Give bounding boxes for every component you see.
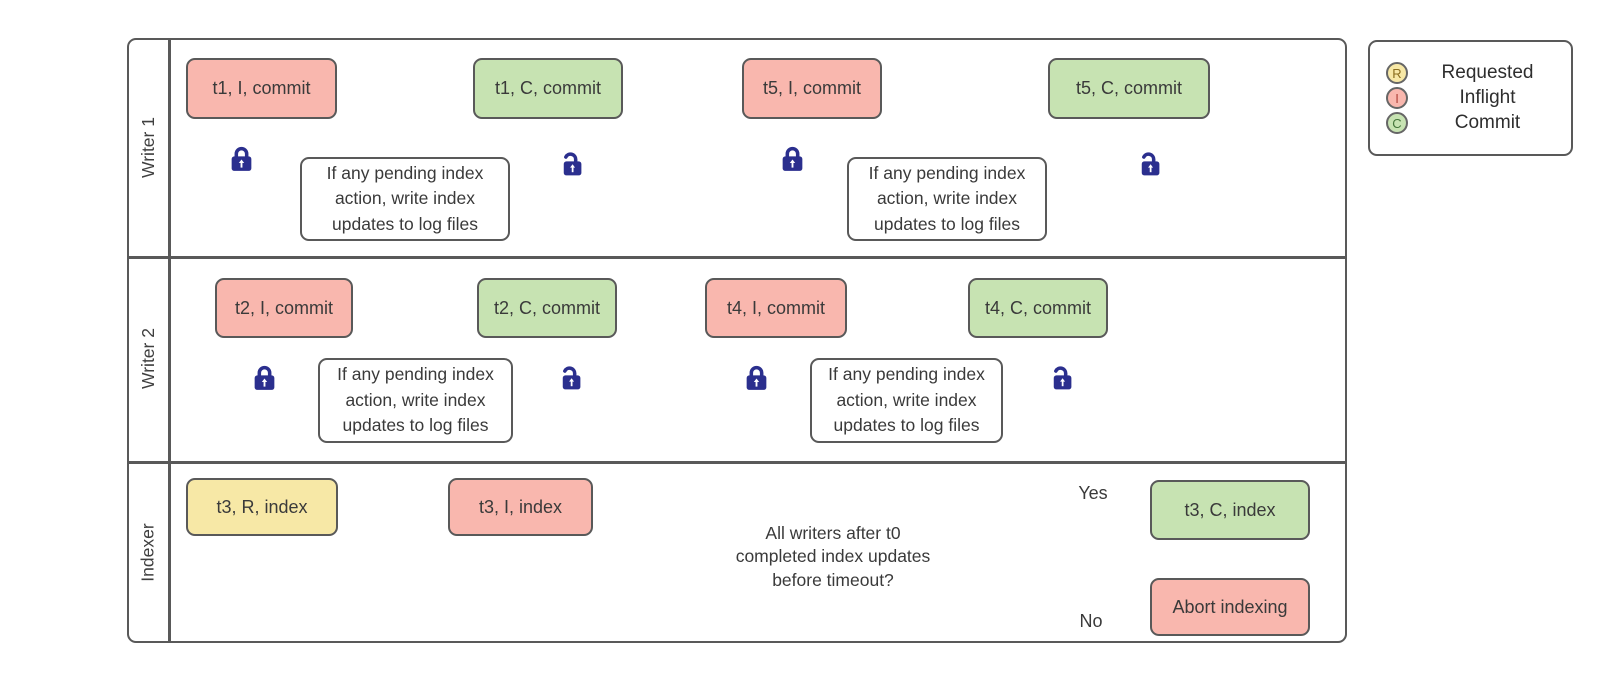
node-t3-requested: t3, R, index	[186, 478, 338, 536]
node-t5-commit: t5, C, commit	[1048, 58, 1210, 119]
commit-state-icon: C	[1386, 112, 1408, 134]
inflight-state-icon: I	[1386, 87, 1408, 109]
lock-open-icon	[563, 152, 582, 176]
lock-open-icon	[562, 366, 581, 390]
node-t4-inflight: t4, I, commit	[705, 278, 847, 338]
lock-closed-icon	[746, 365, 767, 390]
decision-label: All writers after t0 completed index upd…	[735, 522, 931, 590]
lane-writer1: Writer 1	[127, 38, 169, 256]
node-t5-inflight: t5, I, commit	[742, 58, 882, 119]
legend-requested-label: Requested	[1441, 62, 1534, 83]
legend-row-commit: C Commit	[1386, 112, 1561, 134]
edge-label-yes: Yes	[1078, 483, 1108, 503]
lane-writer2-label: Writer 2	[137, 328, 158, 389]
lane-divider-1	[127, 256, 1347, 259]
legend-row-inflight: I Inflight	[1386, 87, 1561, 109]
lane-label-divider	[168, 38, 171, 643]
edge-label-no: No	[1079, 611, 1103, 631]
node-process-t1: If any pending index action, write index…	[300, 157, 510, 241]
swimlane-pool	[127, 38, 1347, 643]
lock-open-icon	[1141, 152, 1160, 176]
node-t2-commit: t2, C, commit	[477, 278, 617, 338]
lock-closed-icon	[231, 146, 252, 171]
node-t3-inflight: t3, I, index	[448, 478, 593, 536]
legend-row-requested: R Requested	[1386, 62, 1561, 84]
node-process-t5: If any pending index action, write index…	[847, 157, 1047, 241]
legend-inflight-label: Inflight	[1459, 87, 1516, 108]
node-process-t4: If any pending index action, write index…	[810, 358, 1003, 443]
lock-closed-icon	[782, 146, 803, 171]
node-t2-inflight: t2, I, commit	[215, 278, 353, 338]
legend-commit-label: Commit	[1454, 112, 1521, 133]
lane-divider-2	[127, 461, 1347, 464]
node-abort-indexing: Abort indexing	[1150, 578, 1310, 636]
requested-state-icon: R	[1386, 62, 1408, 84]
node-t1-commit: t1, C, commit	[473, 58, 623, 119]
node-t4-commit: t4, C, commit	[968, 278, 1108, 338]
node-process-t2: If any pending index action, write index…	[318, 358, 513, 443]
lane-indexer-label: Indexer	[137, 522, 158, 582]
node-t1-inflight: t1, I, commit	[186, 58, 337, 119]
lane-writer1-label: Writer 1	[137, 116, 158, 178]
lane-writer2: Writer 2	[127, 256, 169, 461]
legend: R Requested I Inflight C Commit	[1368, 40, 1573, 156]
lock-open-icon	[1053, 366, 1072, 390]
lane-indexer: Indexer	[127, 461, 169, 643]
node-t3-commit: t3, C, index	[1150, 480, 1310, 540]
lock-closed-icon	[254, 365, 275, 390]
